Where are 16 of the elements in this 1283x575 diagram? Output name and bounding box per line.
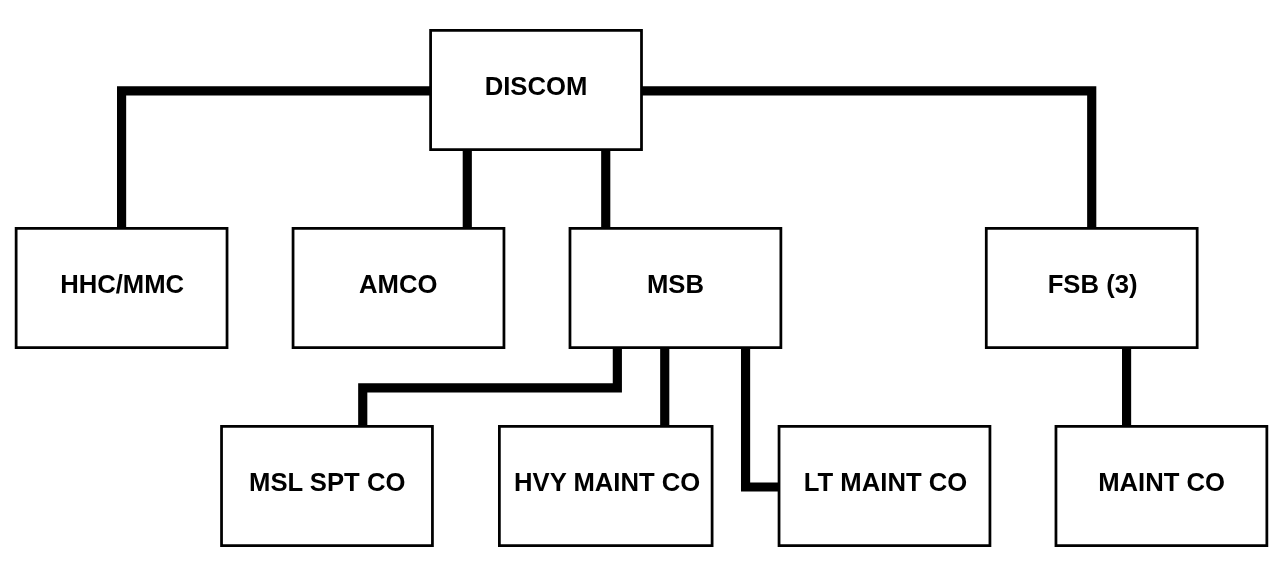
connector: [1122, 347, 1132, 426]
connector: [741, 347, 779, 492]
node-box: LT MAINT CO: [777, 424, 992, 547]
node-box: FSB (3): [984, 226, 1199, 349]
node-box: MSL SPT CO: [220, 424, 434, 547]
node-box: HVY MAINT CO: [498, 424, 714, 547]
node-box: HHC/MMC: [14, 226, 229, 349]
connector: [117, 85, 431, 228]
connector: [641, 85, 1097, 228]
node-box: AMCO: [291, 226, 506, 349]
connector: [660, 347, 670, 426]
node-box: MAINT CO: [1054, 424, 1269, 547]
node-box: MSB: [568, 226, 783, 349]
connector: [601, 149, 611, 228]
node-box: DISCOM: [429, 28, 643, 151]
connector: [462, 149, 472, 228]
